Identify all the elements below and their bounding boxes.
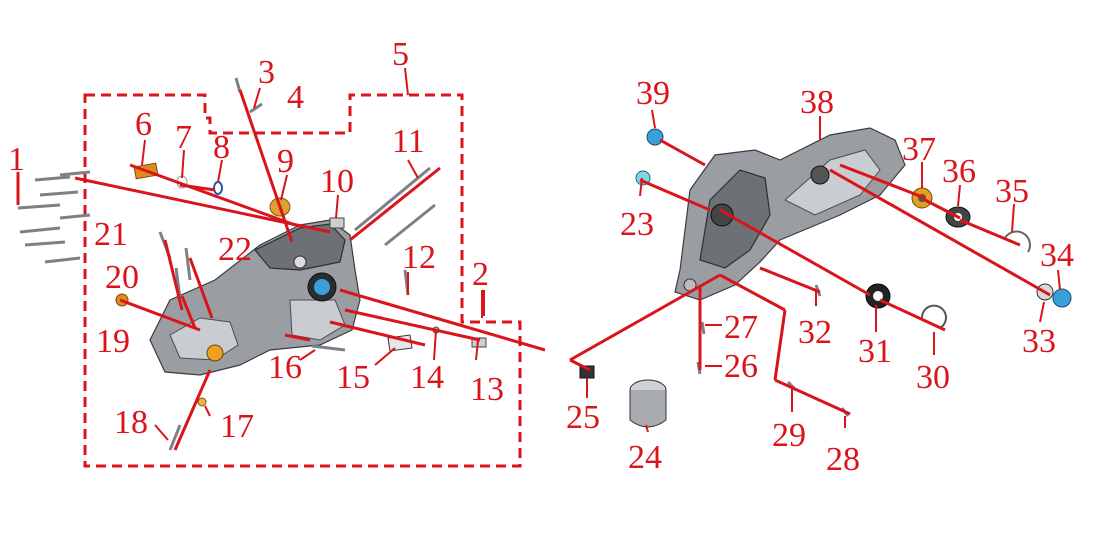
callout-23: 23 — [620, 206, 654, 243]
callout-labels: 1 2 3 4 5 6 7 8 9 10 11 12 13 14 15 16 1… — [8, 36, 1074, 478]
left-crankcase-drawing — [149, 219, 361, 376]
callout-11: 11 — [392, 123, 425, 160]
callout-4: 4 — [287, 79, 304, 116]
part-bolt-4 — [249, 102, 263, 114]
part-ring-8 — [213, 181, 223, 195]
part-pin-16 — [311, 344, 346, 352]
callout-6: 6 — [135, 106, 152, 143]
callout-2: 2 — [472, 256, 489, 293]
callout-1: 1 — [8, 141, 25, 178]
part-seal-31-inner — [873, 291, 883, 301]
callout-10: 10 — [320, 163, 354, 200]
callout-3: 3 — [258, 54, 275, 91]
callout-29: 29 — [772, 417, 806, 454]
callout-21: 21 — [94, 216, 128, 253]
callout-19: 19 — [96, 323, 130, 360]
part-filter-24 — [629, 379, 667, 428]
callout-22: 22 — [218, 231, 252, 268]
part-circlip-30 — [920, 304, 947, 329]
callout-37: 37 — [902, 131, 936, 168]
callout-27: 27 — [724, 309, 758, 346]
callout-26: 26 — [724, 348, 758, 385]
part-sleeve-13 — [471, 337, 487, 348]
callout-16: 16 — [268, 349, 302, 386]
part-pin-27 — [700, 321, 706, 335]
part-bearing-34 — [1052, 288, 1072, 308]
part-bolt-22 — [184, 247, 192, 281]
leader-lines — [16, 67, 1061, 451]
callout-24: 24 — [628, 439, 662, 476]
callout-31: 31 — [858, 333, 892, 370]
callout-35: 35 — [995, 173, 1029, 210]
callout-32: 32 — [798, 314, 832, 351]
callout-7: 7 — [175, 119, 192, 156]
callout-25: 25 — [566, 399, 600, 436]
part-bolts-1 — [17, 170, 91, 264]
callout-20: 20 — [105, 259, 139, 296]
callout-17: 17 — [220, 408, 254, 445]
part-washer-17 — [197, 397, 207, 407]
part-dowel-10 — [329, 217, 345, 229]
right-crankcase-drawing — [674, 127, 906, 301]
callout-14: 14 — [410, 359, 444, 396]
callout-15: 15 — [336, 359, 370, 396]
group-5-outline — [83, 93, 522, 468]
callout-13: 13 — [470, 371, 504, 408]
callout-28: 28 — [826, 441, 860, 478]
callout-12: 12 — [402, 239, 436, 276]
callout-5: 5 — [392, 36, 409, 73]
callout-36: 36 — [942, 153, 976, 190]
part-stud-11 — [354, 166, 431, 232]
callout-38: 38 — [800, 84, 834, 121]
callout-8: 8 — [213, 129, 230, 166]
callout-30: 30 — [916, 359, 950, 396]
callout-18: 18 — [114, 404, 148, 441]
callout-33: 33 — [1022, 323, 1056, 360]
callout-39: 39 — [636, 75, 670, 112]
part-seal-39 — [646, 128, 664, 146]
part-stud-11b — [384, 203, 436, 247]
part-circlip-35 — [1004, 230, 1031, 253]
callout-34: 34 — [1040, 237, 1074, 274]
part-bolt-3 — [234, 77, 242, 93]
callout-9: 9 — [277, 143, 294, 180]
part-bolt-18 — [168, 424, 182, 451]
